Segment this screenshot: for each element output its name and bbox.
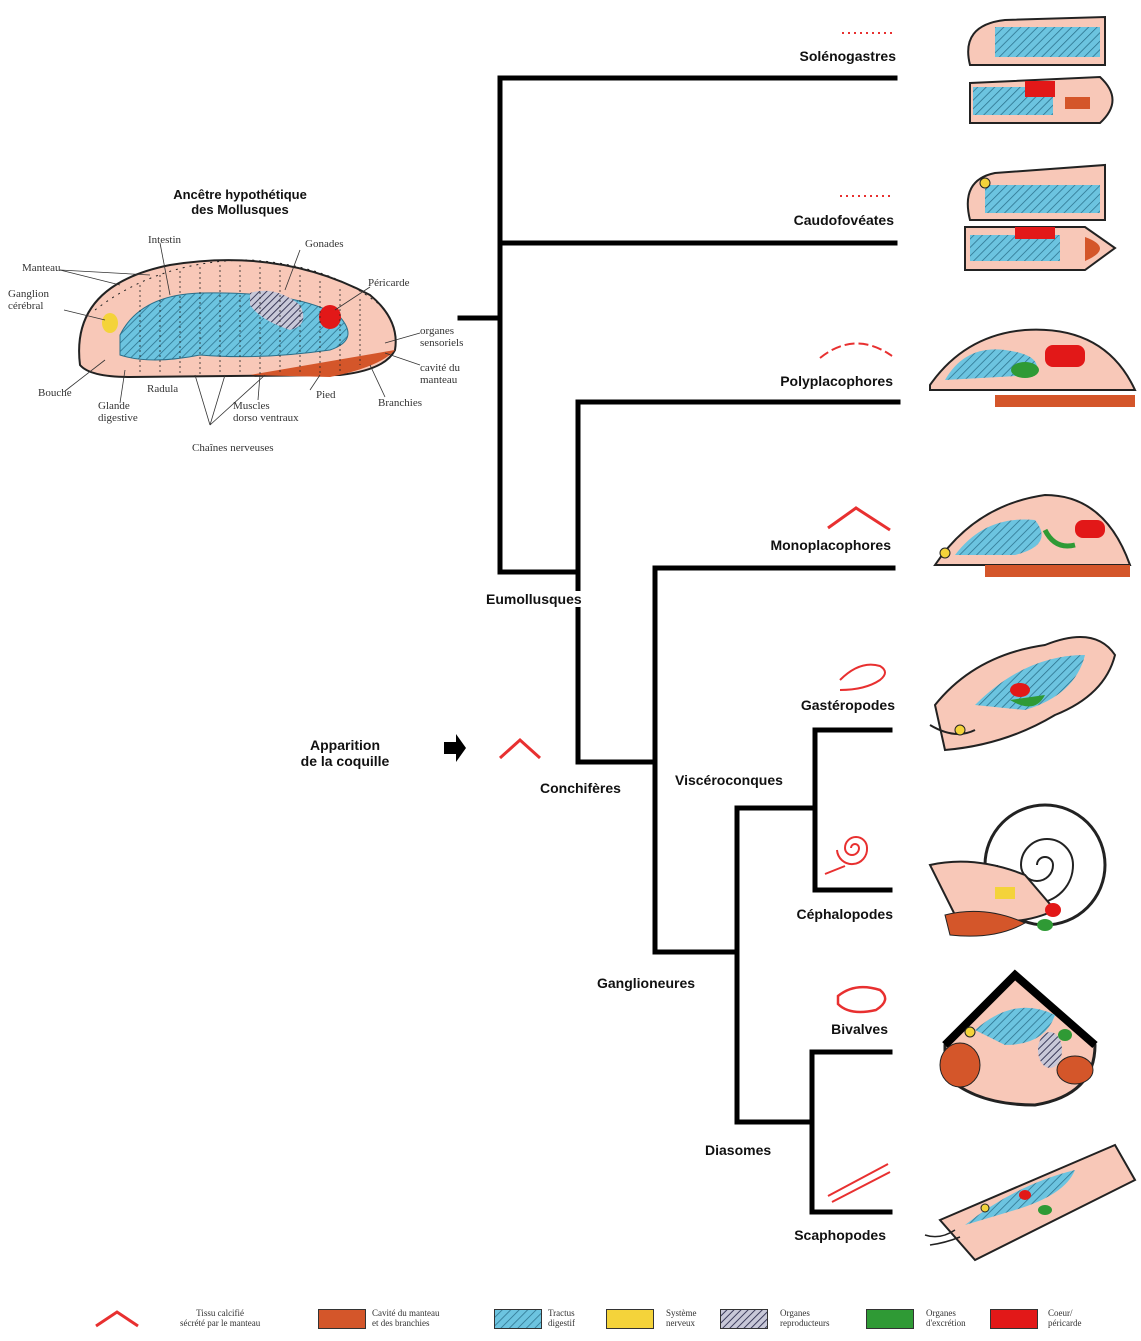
illustration-monoplacophores: [935, 495, 1130, 577]
label-pericarde: Péricarde: [368, 277, 410, 289]
label-branchies: Branchies: [378, 397, 422, 409]
taxon-label-polyplacophores: Polyplacophores: [700, 373, 893, 389]
ancestor-title: Ancêtre hypothétique des Mollusques: [110, 187, 370, 217]
taxon-label-monoplacophores: Monoplacophores: [700, 537, 891, 553]
illustration-solenogastres: [968, 17, 1112, 123]
spiral-shell-icon: [825, 837, 867, 874]
legend-reproductive-swatch: [720, 1309, 768, 1329]
bivalve-shell-icon: [838, 987, 885, 1012]
label-pied: Pied: [316, 389, 336, 401]
taxon-label-gasteropodes: Gastéropodes: [700, 697, 895, 713]
label-manteau: Manteau: [22, 262, 60, 274]
legend-nervous-swatch: [606, 1309, 654, 1329]
ancestor-ganglion: [102, 313, 118, 333]
label-muscles: Muscles dorso ventraux: [233, 400, 299, 424]
shell-appearance-label: Apparition de la coquille: [265, 737, 425, 769]
illustration-caudofoveates: [965, 165, 1115, 270]
clade-label-conchiferes: Conchifères: [540, 780, 621, 796]
legend-calcified-icon: [92, 1308, 142, 1330]
legend-heart-label: Coeur/péricarde: [1048, 1308, 1081, 1328]
label-cavite-manteau: cavité du manteau: [420, 362, 460, 386]
taxon-label-bivalves: Bivalves: [700, 1021, 888, 1037]
illustration-polyplacophores: [930, 330, 1135, 407]
shell-appearance-icon: [500, 740, 540, 758]
legend-heart-swatch: [990, 1309, 1038, 1329]
illustrations-column: [915, 5, 1141, 1275]
label-chaines-nerveuses: Chaînes nerveuses: [192, 442, 274, 454]
clade-label-eumollusques: Eumollusques: [484, 591, 584, 607]
illustration-bivalves: [940, 975, 1095, 1105]
illustration-gasteropodes: [930, 637, 1115, 750]
legend-excretion-swatch: [866, 1309, 914, 1329]
clade-label-visceroconques: Viscéroconques: [673, 772, 785, 788]
cap-shell-icon: [828, 508, 890, 530]
label-intestin: Intestin: [148, 234, 181, 246]
taxon-label-scaphopodes: Scaphopodes: [700, 1227, 886, 1243]
plates-icon: [820, 343, 892, 358]
label-gonades: Gonades: [305, 238, 344, 250]
ancestor-illustration: [0, 225, 470, 465]
clade-label-ganglioneures: Ganglioneures: [597, 975, 695, 991]
clade-label-diasomes: Diasomes: [705, 1142, 771, 1158]
label-radula: Radula: [147, 383, 178, 395]
label-bouche: Bouche: [38, 387, 72, 399]
legend-mantle-swatch: [318, 1309, 366, 1329]
taxon-label-cephalopodes: Céphalopodes: [700, 906, 893, 922]
illustration-cephalopodes: [930, 805, 1105, 936]
taxon-label-solenogastres: Solénogastres: [700, 48, 896, 64]
arrow-icon: [444, 734, 466, 762]
coiled-shell-icon: [840, 665, 885, 690]
label-ganglion: Ganglion cérébral: [8, 288, 49, 312]
legend-digestive-swatch: [494, 1309, 542, 1329]
label-organes-sensoriels: organes sensoriels: [420, 325, 463, 349]
label-glande-digestive: Glande digestive: [98, 400, 138, 424]
illustration-scaphopodes: [925, 1145, 1135, 1260]
taxon-label-caudofoveates: Caudofovéates: [700, 212, 894, 228]
tusk-shell-icon: [828, 1164, 890, 1202]
